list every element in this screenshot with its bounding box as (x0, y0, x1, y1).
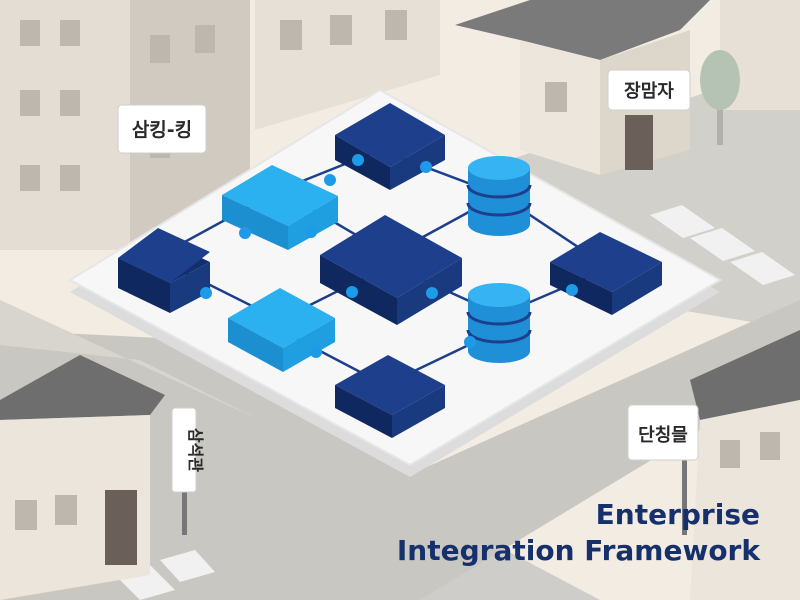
sign-top-left-text: 삼킹-킹 (132, 119, 192, 141)
building-top-middle (255, 0, 440, 130)
title-line-1: Enterprise (596, 498, 760, 531)
connector-dots (200, 154, 578, 358)
database-cylinder-icon (466, 156, 532, 236)
building-bottom-left (0, 355, 165, 600)
sign-bottom-right: 단칭믈 (627, 404, 699, 535)
node-dark-right (550, 232, 662, 315)
node-dark-left (118, 228, 210, 313)
sign-bottom-right-text: 단칭믈 (638, 425, 688, 446)
title-line-2: Integration Framework (397, 534, 761, 567)
building-bottom-right (690, 330, 800, 600)
tree-icon (700, 50, 740, 145)
sign-top-right-text: 장맘자 (624, 81, 674, 102)
sign-bottom-left: 삼석관 (171, 407, 205, 535)
database-cylinder-icon (466, 283, 532, 363)
node-dark-bottom (335, 355, 445, 438)
sign-top-left: 삼킹-킹 (117, 104, 207, 154)
sign-top-right: 장맘자 (607, 69, 691, 111)
node-light-upper (222, 165, 338, 250)
node-light-lower (228, 288, 335, 372)
sign-bottom-left-text: 삼석관 (186, 428, 205, 472)
